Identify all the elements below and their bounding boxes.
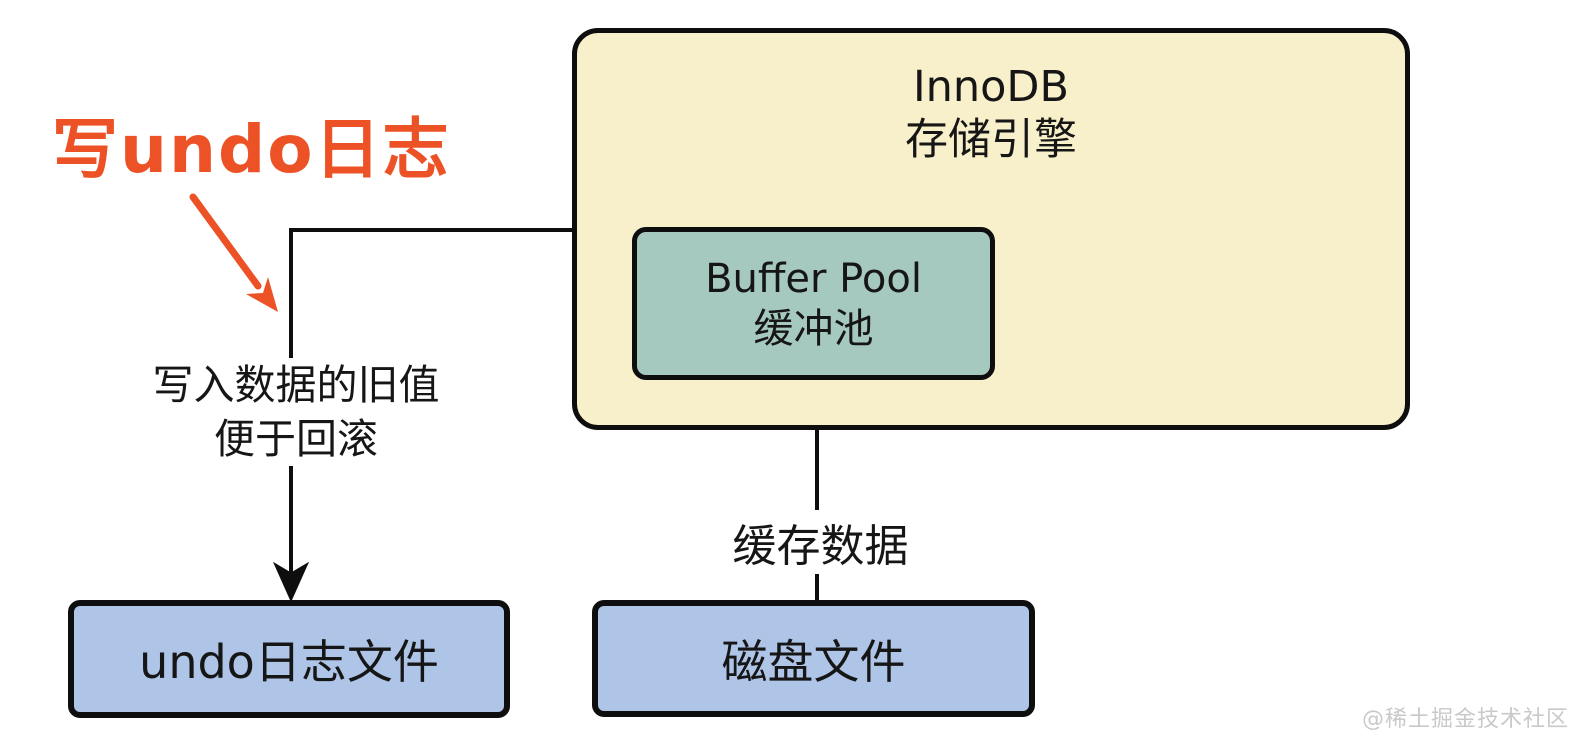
innodb-title-zh: 存储引擎 xyxy=(905,115,1077,165)
undo-flow-arrowhead-down xyxy=(272,561,310,603)
buffer-pool-title-zh: 缓冲池 xyxy=(753,305,874,352)
undo-log-file-box: undo日志文件 xyxy=(68,600,510,718)
note-line-1: 写入数据的旧值 xyxy=(152,361,440,409)
buffer-pool-title-en: Buffer Pool xyxy=(705,255,922,302)
red-annotation-arrow-shaft xyxy=(189,193,262,290)
innodb-title-en: InnoDB xyxy=(912,62,1070,112)
cache-data-label: 缓存数据 xyxy=(718,510,923,574)
watermark-text: @稀土掘金技术社区 xyxy=(1361,707,1569,732)
disk-file-box: 磁盘文件 xyxy=(592,600,1035,717)
buffer-pool-box: Buffer Pool 缓冲池 xyxy=(632,227,995,380)
write-undo-log-label: 写undo日志 xyxy=(52,111,451,188)
innodb-engine-title: InnoDB 存储引擎 xyxy=(577,61,1405,167)
note-line-2: 便于回滚 xyxy=(214,415,378,463)
red-annotation-arrowhead xyxy=(246,277,278,312)
old-value-rollback-note: 写入数据的旧值 便于回滚 xyxy=(106,358,486,466)
